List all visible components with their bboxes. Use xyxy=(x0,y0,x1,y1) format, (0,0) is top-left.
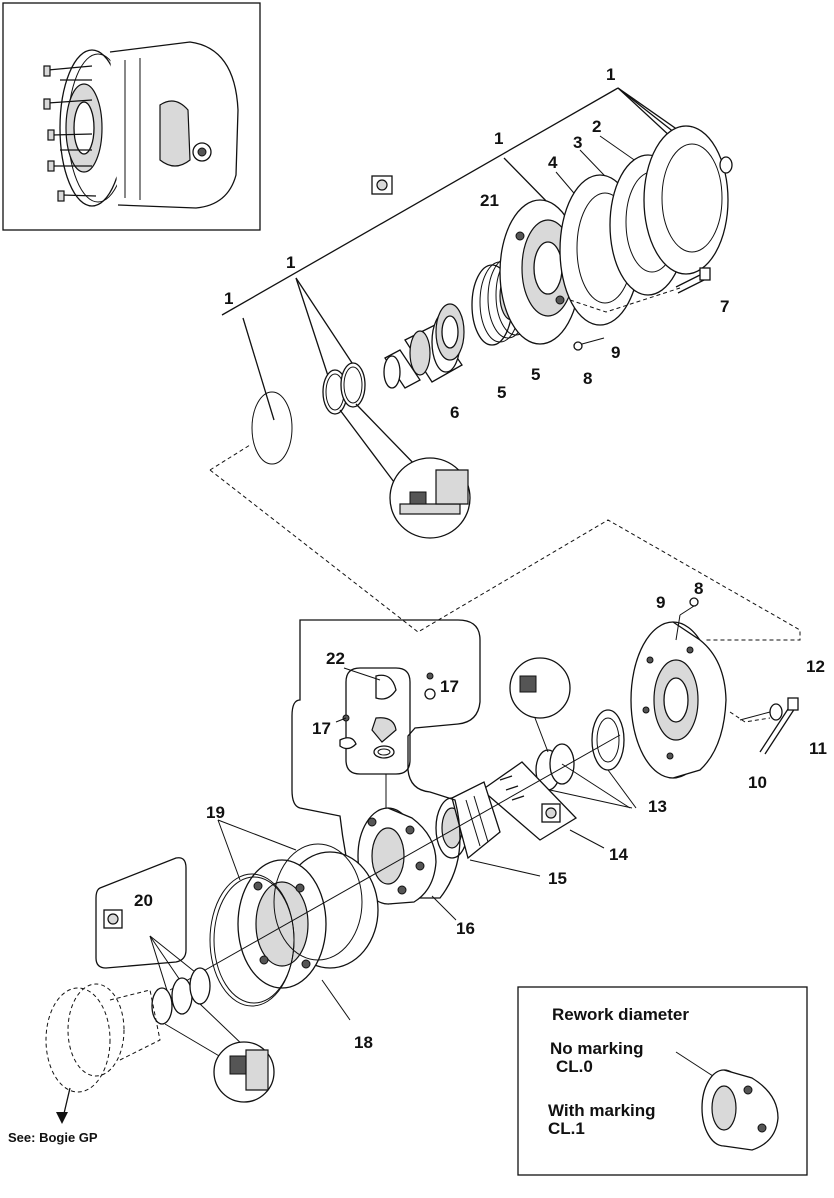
bolt-part xyxy=(675,267,711,294)
callout-17: 17 xyxy=(440,677,459,696)
bogie-reference-label: See: Bogie GP xyxy=(8,1130,98,1145)
connector-dashed xyxy=(209,444,801,641)
callout-8: 8 xyxy=(694,579,703,598)
seal-rings-20 xyxy=(151,967,247,1061)
washer-part xyxy=(739,703,783,721)
note-with-marking: With marking xyxy=(548,1101,656,1120)
note-no-marking: No marking xyxy=(550,1039,644,1058)
callout-21: 21 xyxy=(480,191,499,210)
callout-20: 20 xyxy=(134,891,153,910)
o-rings-19 xyxy=(209,819,363,1007)
hub-part xyxy=(357,774,457,921)
kit-panel-14 xyxy=(480,761,605,849)
hub-marking-icon xyxy=(701,1069,779,1151)
callout-22: 22 xyxy=(326,649,345,668)
note-class-0: CL.0 xyxy=(556,1057,593,1076)
kit-panel-22 xyxy=(335,667,436,775)
note-title: Rework diameter xyxy=(552,1005,689,1024)
kit-panel-20 xyxy=(95,857,201,1001)
kit-symbol-icon xyxy=(371,175,393,195)
note-class-1: CL.1 xyxy=(548,1119,585,1138)
callout-1: 1 xyxy=(224,289,233,308)
callout-15: 15 xyxy=(548,869,567,888)
bogie-gear-reference xyxy=(45,983,161,1124)
callout-19: 19 xyxy=(206,803,225,822)
callout-4: 4 xyxy=(548,153,558,172)
callout-9: 9 xyxy=(611,343,620,362)
callout-5: 5 xyxy=(531,365,540,384)
callout-3: 3 xyxy=(573,133,582,152)
callout-labels: 1 1 1 1 2 3 4 21 7 9 8 5 5 6 8 9 22 17 1… xyxy=(134,65,827,1052)
callout-5: 5 xyxy=(497,383,506,402)
seal-rings-13 xyxy=(535,709,637,809)
callout-9: 9 xyxy=(656,593,665,612)
callout-11: 11 xyxy=(809,739,827,758)
callout-1: 1 xyxy=(494,129,503,148)
callout-17: 17 xyxy=(312,719,331,738)
friction-plates xyxy=(559,125,733,326)
callout-1: 1 xyxy=(286,253,295,272)
kit-outline-16 xyxy=(291,619,481,899)
callout-7: 7 xyxy=(720,297,729,316)
callout-2: 2 xyxy=(592,117,601,136)
pin-part-lower xyxy=(675,597,699,641)
assembly-inset-view xyxy=(2,2,261,231)
pin-part xyxy=(573,337,605,351)
seal-detail-view-13 xyxy=(509,657,571,753)
cover-part xyxy=(237,851,379,1021)
assembly-axis-line xyxy=(169,734,621,991)
callout-13: 13 xyxy=(648,797,667,816)
seal-detail-view-upper xyxy=(339,403,471,539)
callout-16: 16 xyxy=(456,919,475,938)
callout-12: 12 xyxy=(806,657,825,676)
bolt-part-lower xyxy=(729,697,799,755)
callout-18: 18 xyxy=(354,1033,373,1052)
rework-note-box: Rework diameter No marking CL.0 With mar… xyxy=(517,986,808,1176)
seal-detail-view-20 xyxy=(213,1041,275,1103)
housing-part xyxy=(630,621,727,779)
o-ring xyxy=(251,391,293,465)
seal-rings-upper xyxy=(322,362,366,415)
callout-1: 1 xyxy=(606,65,615,84)
callout-8: 8 xyxy=(583,369,592,388)
callout-14: 14 xyxy=(609,845,628,864)
callout-10: 10 xyxy=(748,773,767,792)
callout-6: 6 xyxy=(450,403,459,422)
